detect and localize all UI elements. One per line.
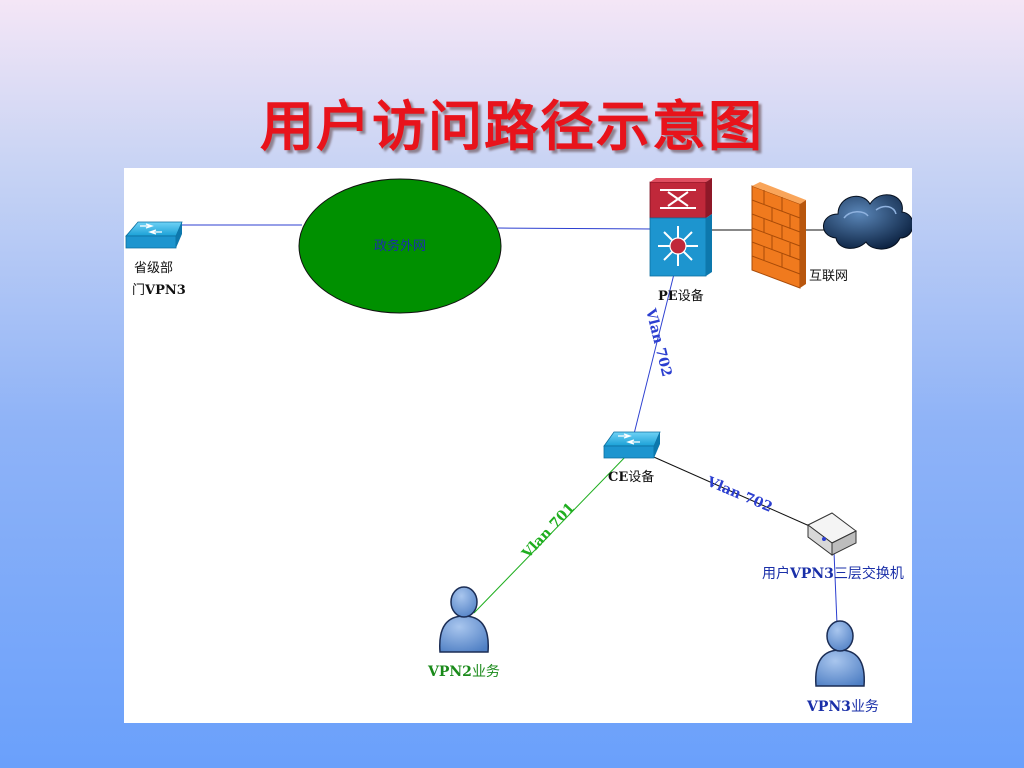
l3-switch-label-bold: VPN3 — [789, 566, 834, 582]
link-ce-l3switch — [637, 449, 815, 529]
l3-switch-label: 用户VPN3三层交换机 — [762, 565, 904, 582]
vpn2-label-rest: 业务 — [472, 664, 500, 680]
internet-cloud-icon — [823, 194, 912, 250]
link-ce-vpn2 — [473, 452, 630, 614]
link-label-pe-ce: Vlan 702 — [642, 306, 675, 378]
vpn3-user-icon — [815, 620, 865, 687]
provincial-label-line1: 省级部 — [134, 261, 173, 276]
pe-router-icon — [649, 178, 712, 277]
link-label-ce-l3switch: Vlan 702 — [704, 474, 775, 516]
vpn2-label: VPN2业务 — [427, 664, 500, 680]
provincial-label-bold: VPN3 — [144, 283, 186, 298]
l3-switch-label-rest: 三层交换机 — [834, 565, 904, 582]
l3-switch-label-prefix: 用户 — [762, 565, 790, 582]
pe-label-bold: PE — [658, 289, 678, 304]
vpn3-label-rest: 业务 — [851, 699, 879, 715]
ce-switch-icon — [603, 431, 661, 459]
vpn3-label: VPN3业务 — [806, 699, 879, 715]
provincial-switch-icon — [125, 221, 183, 249]
provincial-label-prefix: 门 — [132, 283, 145, 298]
vpn2-user-icon — [439, 586, 489, 653]
vpn2-label-bold: VPN2 — [427, 664, 472, 680]
internet-label: 互联网 — [809, 269, 848, 284]
egov-network-ellipse — [298, 178, 502, 314]
diagram-panel: Vlan 702 Vlan 702 Vlan 701 省级部 门VPN3 政务外… — [124, 168, 912, 723]
vpn3-label-bold: VPN3 — [806, 699, 851, 715]
firewall-icon — [751, 182, 806, 289]
link-label-ce-vpn2: Vlan 701 — [519, 500, 579, 562]
ce-label: CE设备 — [608, 469, 654, 485]
pe-label-rest: 设备 — [678, 288, 704, 304]
ce-label-bold: CE — [608, 470, 628, 485]
provincial-label-line2: 门VPN3 — [132, 283, 186, 298]
link-egov-pe — [497, 227, 653, 230]
network-diagram: Vlan 702 Vlan 702 Vlan 701 省级部 门VPN3 政务外… — [125, 178, 912, 715]
egov-network-label: 政务外网 — [374, 238, 426, 254]
l3-switch-icon — [807, 512, 857, 556]
ce-label-rest: 设备 — [628, 469, 654, 485]
pe-label: PE设备 — [658, 288, 704, 304]
link-pe-ce — [631, 249, 681, 443]
page-title: 用户访问路径示意图 — [260, 95, 764, 158]
